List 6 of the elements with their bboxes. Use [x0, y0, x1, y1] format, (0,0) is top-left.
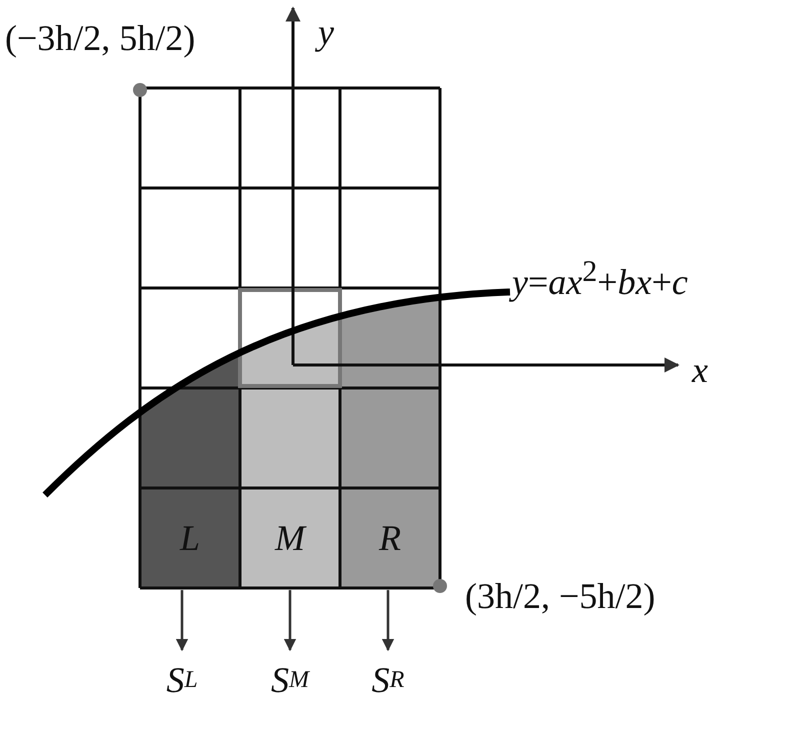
arrow — [284, 590, 296, 652]
axis-label: x — [692, 350, 708, 390]
coordinate-label: (−3h/2, 5h/2) — [5, 18, 196, 58]
coordinate-label: (3h/2, −5h/2) — [465, 576, 656, 616]
arrow — [176, 590, 188, 652]
arrow — [382, 590, 394, 652]
